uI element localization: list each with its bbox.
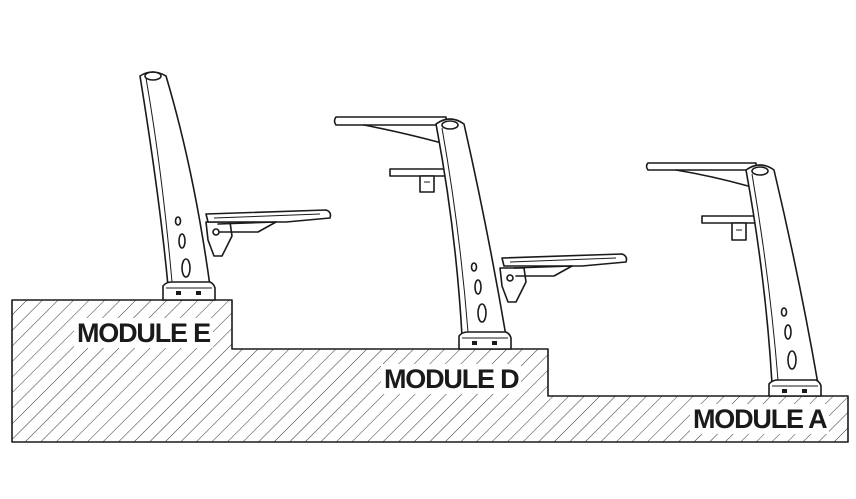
- module-e-label: MODULE E: [74, 318, 213, 348]
- chair-module-e: [139, 71, 332, 301]
- chair-module-a: [645, 162, 822, 397]
- module-a-label: MODULE A: [690, 404, 830, 434]
- module-d-label: MODULE D: [381, 364, 522, 394]
- chair-module-d: [333, 116, 628, 350]
